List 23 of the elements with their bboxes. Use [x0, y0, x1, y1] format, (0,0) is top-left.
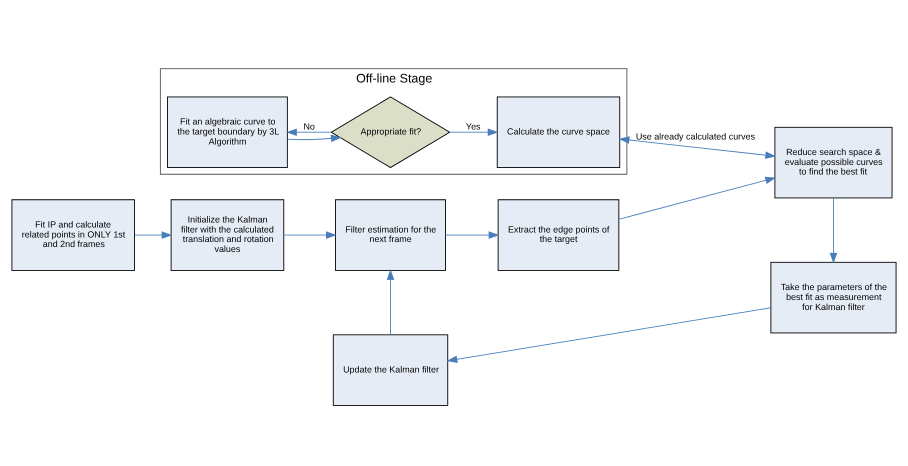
arrow — [618, 176, 776, 220]
node-box: Fit IP and calculate related points in ONLY 1st and 2nd frames — [11, 198, 135, 270]
arrow — [386, 268, 394, 335]
node-box: Fit an algebraic curve to the target boundary by 3L Algorithm — [167, 96, 288, 168]
node-box: Initialize the Kalman filter with the calculated translation and rotation values — [170, 198, 284, 270]
arrow — [286, 128, 332, 136]
node-box: Filter estimation for the next frame — [335, 198, 446, 270]
arrow — [134, 230, 172, 238]
edge-label: Yes — [466, 121, 481, 132]
node-box: Calculate the curve space — [496, 96, 620, 168]
arrow — [287, 134, 342, 142]
node-box: Take the parameters of the best fit as measurement for Kalman filter — [770, 261, 897, 333]
arrow — [283, 230, 337, 238]
edge-label: Use already calculated curves — [636, 130, 756, 141]
node-box: Extract the edge points of the target — [498, 198, 620, 270]
node-box: Reduce search space & evaluate possible curves to find the best fit — [774, 126, 892, 198]
arrow — [830, 197, 838, 264]
arrow — [445, 230, 500, 238]
node-box: Update the Kalman filter — [332, 334, 448, 406]
arrow — [618, 136, 776, 158]
arrow — [446, 306, 772, 362]
arrow — [449, 128, 498, 136]
edge-label: No — [303, 121, 315, 132]
